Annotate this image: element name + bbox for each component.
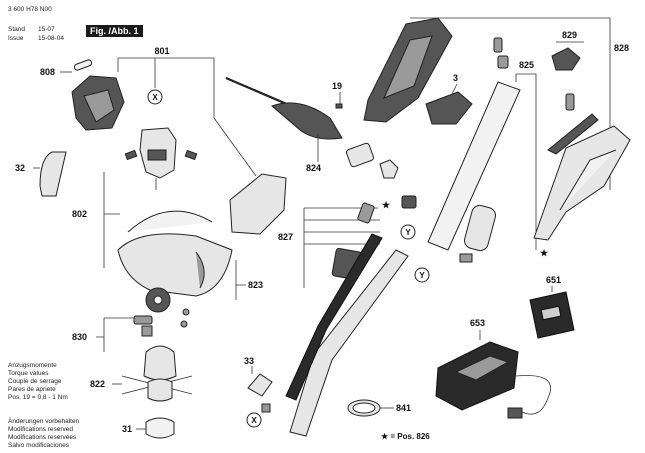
torque-note-value: Pos. 19 = 0,8 - 1 Nm <box>8 394 68 401</box>
label-19: 19 <box>332 81 342 91</box>
label-825: 825 <box>519 60 534 70</box>
label-651: 651 <box>546 275 561 285</box>
label-808: 808 <box>40 67 55 77</box>
figure-label: Fig. /Abb. 1 <box>86 25 143 37</box>
torque-note-en: Torque values <box>8 370 49 377</box>
torque-note-fr: Couple de serrage <box>8 378 62 385</box>
part-spring <box>565 93 575 111</box>
ref-y-top <box>400 224 416 240</box>
label-653: 653 <box>470 318 485 328</box>
part-cable <box>285 233 383 401</box>
mod-note-es: Salvo modificaciones <box>8 442 70 449</box>
torque-note-es: Pares de apriete <box>8 386 56 393</box>
label-829: 829 <box>562 30 577 40</box>
part-33-clip <box>247 373 273 397</box>
mod-note-de: Änderungen vorbehalten <box>8 418 80 425</box>
part-19-screw <box>335 103 343 109</box>
ref-y-right-label: Y <box>419 271 425 280</box>
part-spool <box>143 345 177 381</box>
footnote-pos-826: ★ = Pos. 826 <box>381 432 430 441</box>
mod-note-fr: Modifications reservées <box>8 434 77 441</box>
label-31: 31 <box>122 424 132 434</box>
star-827: ★ <box>382 200 391 210</box>
part-small-clip-right <box>184 149 198 161</box>
label-822: 822 <box>90 379 105 389</box>
part-nut <box>379 159 399 179</box>
ref-x-top <box>147 89 163 105</box>
issue-label: Issue <box>8 35 24 42</box>
part-screw <box>182 308 190 316</box>
part-trigger <box>547 113 599 155</box>
bracket-802 <box>103 172 120 268</box>
part-829-lock <box>551 47 581 71</box>
bracket-801 <box>117 57 215 118</box>
part-33-screw <box>261 403 271 413</box>
part-small-cap <box>459 253 473 263</box>
part-screw-2 <box>180 320 188 328</box>
label-33: 33 <box>244 356 254 366</box>
ref-x-top-label: X <box>152 93 158 102</box>
label-824: 824 <box>306 163 321 173</box>
part-653-plug <box>507 407 523 419</box>
part-32-cover <box>39 151 67 197</box>
label-3: 3 <box>453 73 458 83</box>
label-828: 828 <box>614 43 629 53</box>
label-841: 841 <box>396 403 411 413</box>
ref-x-bottom-label: X <box>251 416 257 425</box>
part-grip <box>271 102 343 140</box>
part-guard-wire <box>127 210 213 233</box>
part-foam-grip <box>464 204 496 252</box>
stand-value: 15-07 <box>38 26 55 33</box>
part-825-tube <box>427 81 521 251</box>
stand-label: Stand <box>8 26 25 33</box>
part-motor-housing-right <box>229 173 287 235</box>
label-830: 830 <box>72 332 87 342</box>
ref-x-bottom <box>246 412 262 428</box>
part-small-clip-left <box>124 149 138 161</box>
part-small-bolt <box>493 37 503 53</box>
part-827-clamp <box>357 202 375 224</box>
star-826: ★ <box>540 248 549 258</box>
label-801: 801 <box>154 46 169 56</box>
part-830-button <box>133 315 153 325</box>
label-802: 802 <box>72 209 87 219</box>
label-827: 827 <box>278 232 293 242</box>
part-653-cable <box>515 375 551 415</box>
label-32: 32 <box>15 163 25 173</box>
part-826-clip <box>401 195 417 209</box>
torque-notes: Anzugsmomente Torque values Couple de se… <box>8 362 68 402</box>
ref-y-right <box>414 267 430 283</box>
part-808-pin <box>73 59 93 71</box>
modification-notes: Änderungen vorbehalten Modifications res… <box>8 418 79 450</box>
part-31-cap <box>145 417 175 439</box>
bracket-827 <box>303 207 380 288</box>
torque-note-de: Anzugsmomente <box>8 362 57 369</box>
part-3-switch <box>425 91 473 125</box>
ref-y-top-label: Y <box>405 228 411 237</box>
mod-note-en: Modifications reserved <box>8 426 74 433</box>
part-coupling <box>345 142 375 168</box>
issue-value: 15-08-04 <box>38 35 65 42</box>
part-guard <box>117 233 233 297</box>
document-number: 3 600 H78 N00 <box>8 6 52 13</box>
label-823: 823 <box>248 280 263 290</box>
